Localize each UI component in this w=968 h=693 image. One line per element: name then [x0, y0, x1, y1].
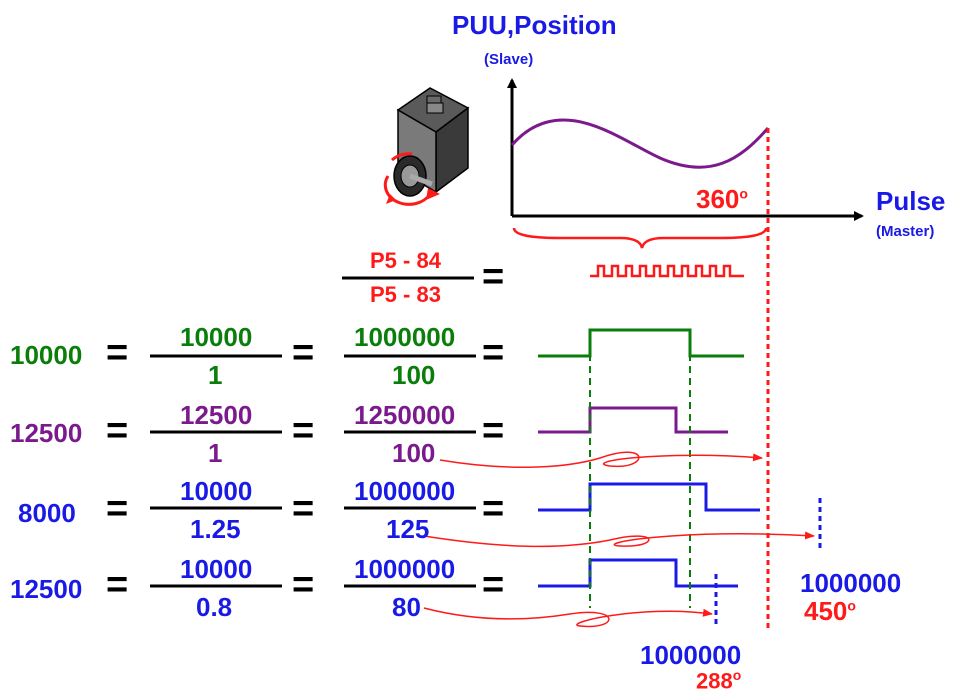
row-0-value: 10000 [10, 340, 83, 370]
waveform-blue-1 [538, 482, 760, 512]
row-1-eq-2: = [292, 410, 315, 452]
y-axis-subtitle: (Slave) [484, 51, 534, 68]
row-0-num1: 10000 [180, 322, 253, 352]
angle-360-label: 360o [696, 186, 748, 212]
waveform-green [538, 328, 744, 358]
ratio-denominator: P5 - 83 [370, 282, 441, 307]
row-2-den1: 1.25 [190, 514, 241, 544]
servo-motor-icon [383, 87, 470, 206]
row-2-value: 8000 [18, 498, 76, 528]
row-1-value: 12500 [10, 418, 83, 448]
arrow-80-to-288 [423, 607, 713, 628]
row-2-num1: 10000 [180, 476, 253, 506]
row-2-eq-2: = [292, 488, 315, 530]
y-axis-title: PUU,Position [452, 10, 617, 40]
row-0-den1: 1 [208, 360, 223, 390]
arrow-100-to-360 [439, 451, 763, 469]
degree-symbol: o [739, 185, 748, 202]
row-3-num2: 1000000 [354, 554, 456, 584]
ratio-numerator: P5 - 84 [370, 248, 441, 273]
arrow-125-to-450 [423, 531, 815, 548]
right-count-label: 1000000 [800, 568, 902, 598]
row-0-num2: 1000000 [354, 322, 456, 352]
row-0-eq-1: = [106, 332, 129, 374]
row-1-den2: 100 [392, 438, 436, 468]
row-1-den1: 1 [208, 438, 223, 468]
row-3-den1: 0.8 [196, 592, 233, 622]
waveform-purple [538, 406, 728, 434]
row-3-eq-3: = [482, 564, 505, 606]
row-3-num1: 10000 [180, 554, 253, 584]
row-3-eq-2: = [292, 564, 315, 606]
row-0-eq-2: = [292, 332, 315, 374]
row-3-eq-1: = [106, 564, 129, 606]
row-0-den2: 100 [392, 360, 436, 390]
row-3-value: 12500 [10, 574, 83, 604]
bottom-angle-label: 288o [696, 668, 741, 692]
row-1-num2: 1250000 [354, 400, 456, 430]
brace [512, 227, 768, 249]
row-0-eq-3: = [482, 332, 505, 374]
angle-360-value: 360 [696, 184, 740, 214]
bottom-angle-value: 288 [696, 668, 733, 693]
right-angle-label: 450o [804, 598, 856, 624]
row-1-eq-3: = [482, 410, 505, 452]
right-degree-symbol: o [847, 597, 856, 614]
row-1-eq-1: = [106, 410, 129, 452]
bottom-count-label: 1000000 [640, 640, 742, 670]
row-2-eq-1: = [106, 488, 129, 530]
row-2-den2: 125 [386, 514, 430, 544]
row-1-num1: 12500 [180, 400, 253, 430]
row-2-num2: 1000000 [354, 476, 456, 506]
pulse-train [590, 264, 744, 278]
row-3-den2: 80 [392, 592, 421, 622]
x-axis-title: Pulse [876, 186, 946, 216]
row-2-eq-3: = [482, 488, 505, 530]
position-curve [510, 118, 770, 169]
right-angle-value: 450 [804, 596, 848, 626]
bottom-degree-symbol: o [732, 667, 742, 683]
x-axis-subtitle: (Master) [876, 223, 935, 240]
waveform-blue-2 [538, 558, 738, 588]
ratio-equals: = [482, 256, 505, 298]
